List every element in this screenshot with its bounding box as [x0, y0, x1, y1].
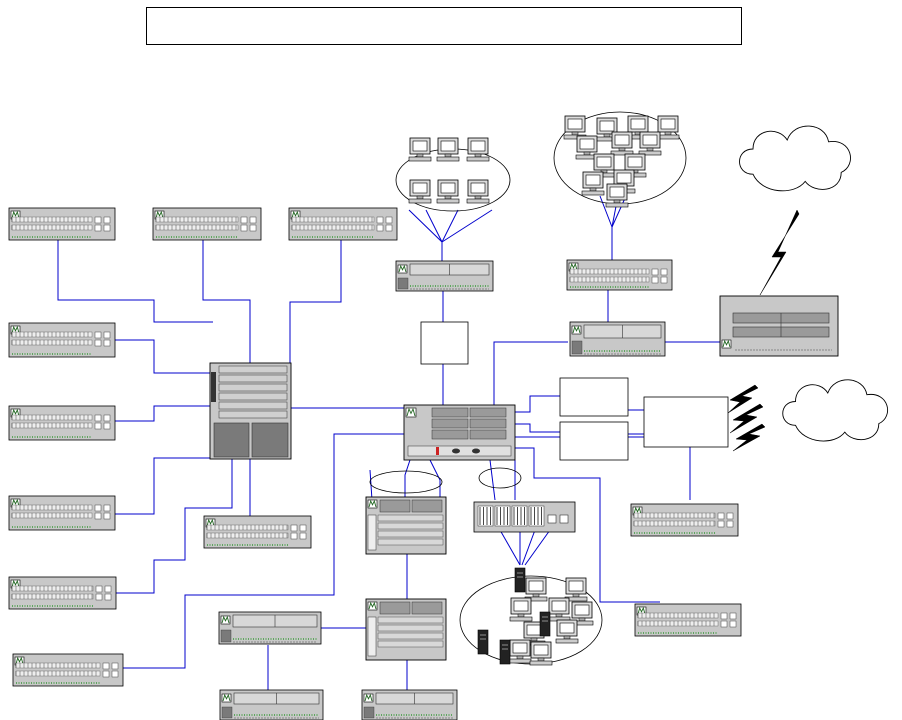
- tower-computer-icon: [477, 629, 489, 655]
- link-line: [113, 458, 233, 594]
- desktop-computer-icon: [570, 601, 594, 626]
- desktop-computer-icon: [575, 135, 599, 160]
- access-chassis-icon: [365, 598, 447, 661]
- gigabit-switch-icon: [473, 501, 576, 533]
- desktop-computer-icon: [555, 619, 579, 644]
- desktop-computer-icon: [436, 179, 460, 204]
- link-line: [524, 529, 551, 566]
- link-line: [499, 529, 521, 566]
- link-line: [515, 423, 560, 433]
- desktop-computer-icon: [408, 137, 432, 162]
- desktop-computer-icon: [656, 115, 680, 140]
- router-box: [420, 321, 469, 365]
- desktop-computer-icon: [610, 131, 634, 156]
- link-line: [441, 209, 459, 243]
- link-aggregation-ring: [369, 470, 443, 494]
- tower-computer-icon: [499, 639, 511, 665]
- workgroup-switch-icon: [361, 689, 458, 720]
- link-line: [489, 459, 496, 501]
- wan-router-box: [643, 396, 729, 448]
- router-box: [559, 377, 629, 417]
- edge-switch-icon: [8, 405, 116, 441]
- link-line: [57, 240, 213, 323]
- lightning-icon: [727, 384, 759, 414]
- link-line: [515, 447, 660, 603]
- desktop-computer-icon: [508, 639, 532, 664]
- desktop-computer-icon: [581, 171, 605, 196]
- link-line: [599, 195, 613, 228]
- edge-switch-icon: [8, 576, 117, 610]
- desktop-computer-icon: [592, 153, 616, 178]
- router-box: [559, 421, 629, 461]
- link-line: [113, 405, 213, 422]
- desktop-computer-icon: [605, 183, 629, 208]
- desktop-computer-icon: [466, 179, 490, 204]
- link-line: [425, 209, 443, 243]
- cloud-icon: [782, 379, 888, 442]
- wan-access-device-icon: [719, 295, 839, 357]
- desktop-computer-icon: [466, 137, 490, 162]
- lightning-icon: [729, 403, 764, 434]
- edge-switch-icon: [634, 603, 742, 637]
- tower-computer-icon: [539, 611, 551, 637]
- desktop-computer-icon: [524, 577, 548, 602]
- link-line: [611, 195, 627, 228]
- edge-switch-icon: [8, 322, 116, 358]
- desktop-computer-icon: [563, 115, 587, 140]
- desktop-computer-icon: [626, 115, 650, 140]
- link-line: [429, 459, 441, 500]
- desktop-computer-icon: [564, 577, 588, 602]
- desktop-computer-icon: [547, 597, 571, 622]
- access-chassis-icon: [365, 496, 447, 555]
- desktop-computer-icon: [408, 179, 432, 204]
- workgroup-switch-icon: [218, 611, 322, 645]
- link-line: [408, 209, 443, 262]
- link-line: [289, 240, 342, 364]
- edge-switch-icon: [8, 495, 116, 531]
- link-line: [441, 209, 493, 243]
- edge-switch-icon: [288, 207, 398, 241]
- link-aggregation-ring: [478, 467, 522, 489]
- link-line: [521, 529, 536, 566]
- link-line: [404, 459, 411, 500]
- workgroup-switch-icon: [569, 321, 666, 357]
- central-chassis-switch-icon: [403, 404, 516, 461]
- core-chassis-switch-icon: [209, 362, 292, 460]
- lightning-icon: [732, 423, 766, 452]
- title-box: [146, 7, 742, 45]
- edge-switch-icon: [8, 207, 116, 241]
- cloud-icon: [739, 125, 851, 192]
- desktop-computer-icon: [509, 597, 533, 622]
- link-line: [202, 240, 251, 364]
- link-line: [122, 433, 405, 669]
- workstation-groups: [369, 111, 687, 666]
- workgroup-switch-icon: [395, 260, 494, 292]
- network-devices: [8, 125, 888, 720]
- tower-computer-icon: [514, 567, 526, 593]
- edge-switch-icon: [203, 515, 312, 549]
- link-line: [493, 341, 568, 405]
- lightning-icon: [759, 209, 800, 296]
- desktop-computer-icon: [595, 117, 619, 142]
- desktop-computer-icon: [638, 131, 662, 156]
- workgroup-switch-icon: [219, 689, 324, 720]
- link-line: [113, 339, 213, 374]
- desktop-computer-icon: [436, 137, 460, 162]
- edge-switch-icon: [630, 503, 739, 537]
- edge-switch-icon: [12, 653, 124, 687]
- desktop-computer-icon: [529, 641, 553, 666]
- link-line: [113, 457, 213, 515]
- link-line: [515, 395, 560, 413]
- desktop-computer-icon: [623, 153, 647, 178]
- edge-switch-icon: [566, 259, 673, 291]
- edge-switch-icon: [152, 207, 262, 241]
